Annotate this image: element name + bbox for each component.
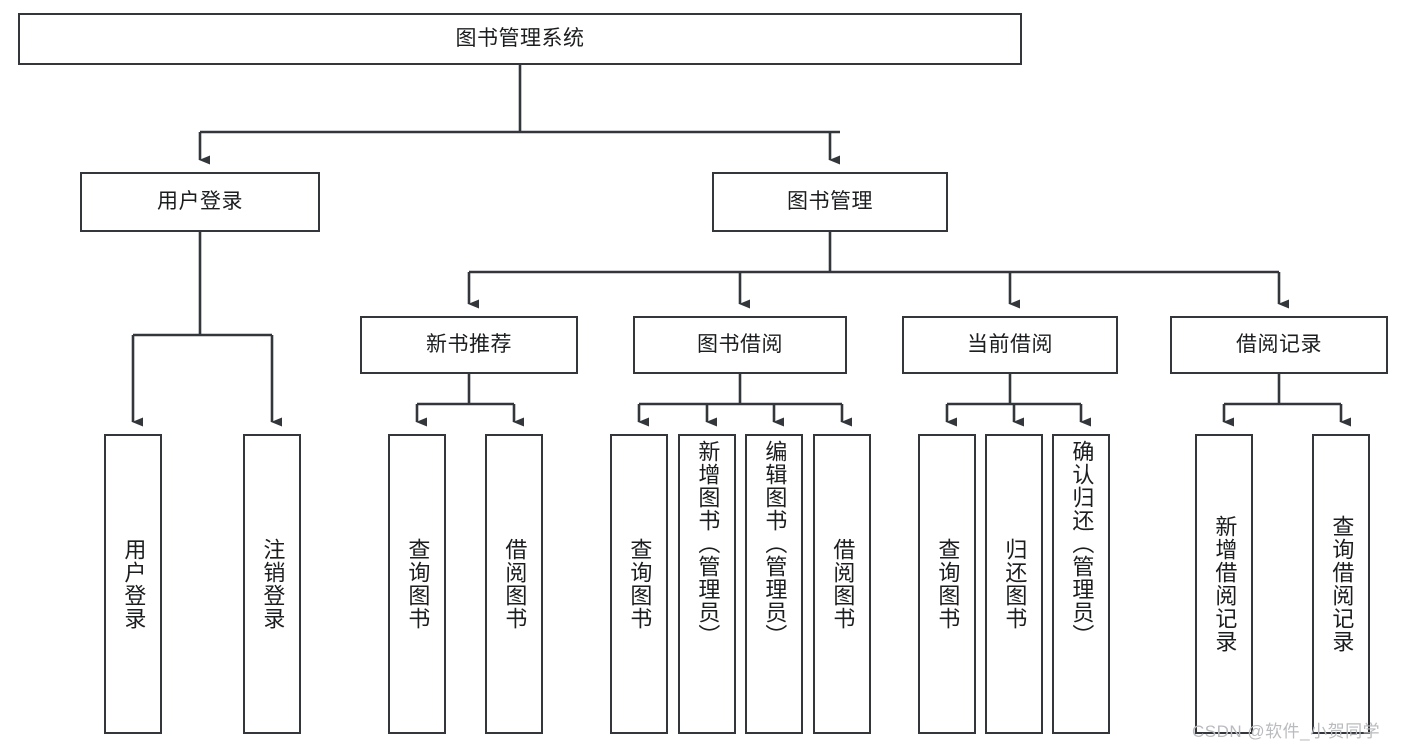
node-leaf-user-login[interactable]: 用户登录 xyxy=(104,434,162,734)
node-leaf-logout-label: 注销登录 xyxy=(260,538,286,630)
node-leaf-add-record[interactable]: 新增借阅记录 xyxy=(1195,434,1253,734)
node-leaf-borrow-book-1-label: 借阅图书 xyxy=(502,538,528,630)
node-leaf-user-login-label: 用户登录 xyxy=(121,538,147,630)
node-leaf-query-record-label: 查询借阅记录 xyxy=(1329,515,1355,653)
node-leaf-query-book-3-label: 查询图书 xyxy=(935,538,961,630)
node-leaf-query-book-2[interactable]: 查询图书 xyxy=(610,434,668,734)
node-book-borrow-label: 图书借阅 xyxy=(697,333,783,357)
node-root[interactable]: 图书管理系统 xyxy=(18,13,1022,65)
node-leaf-query-record[interactable]: 查询借阅记录 xyxy=(1312,434,1370,734)
node-new-book-rec-label: 新书推荐 xyxy=(426,333,512,357)
node-leaf-query-book-3[interactable]: 查询图书 xyxy=(918,434,976,734)
node-leaf-return-book[interactable]: 归还图书 xyxy=(985,434,1043,734)
node-leaf-confirm-return-label: 确认归还（管理员） xyxy=(1069,440,1095,647)
node-root-label: 图书管理系统 xyxy=(455,27,585,51)
node-leaf-logout[interactable]: 注销登录 xyxy=(243,434,301,734)
node-leaf-borrow-book-1[interactable]: 借阅图书 xyxy=(485,434,543,734)
node-leaf-confirm-return[interactable]: 确认归还（管理员） xyxy=(1052,434,1110,734)
node-leaf-query-book-2-label: 查询图书 xyxy=(627,538,653,630)
node-current-borrow-label: 当前借阅 xyxy=(967,333,1053,357)
node-leaf-add-book-label: 新增图书（管理员） xyxy=(695,440,721,647)
node-leaf-return-book-label: 归还图书 xyxy=(1002,538,1028,630)
node-book-borrow[interactable]: 图书借阅 xyxy=(633,316,847,374)
node-book-manage[interactable]: 图书管理 xyxy=(712,172,948,232)
node-leaf-add-book[interactable]: 新增图书（管理员） xyxy=(678,434,736,734)
node-user-login[interactable]: 用户登录 xyxy=(80,172,320,232)
node-leaf-query-book-1-label: 查询图书 xyxy=(405,538,431,630)
node-leaf-edit-book-label: 编辑图书（管理员） xyxy=(762,440,788,647)
node-leaf-query-book-1[interactable]: 查询图书 xyxy=(388,434,446,734)
node-borrow-record[interactable]: 借阅记录 xyxy=(1170,316,1388,374)
node-book-manage-label: 图书管理 xyxy=(787,190,873,214)
node-new-book-rec[interactable]: 新书推荐 xyxy=(360,316,578,374)
node-leaf-add-record-label: 新增借阅记录 xyxy=(1212,515,1238,653)
node-leaf-borrow-book-2-label: 借阅图书 xyxy=(830,538,856,630)
node-leaf-edit-book[interactable]: 编辑图书（管理员） xyxy=(745,434,803,734)
node-leaf-borrow-book-2[interactable]: 借阅图书 xyxy=(813,434,871,734)
node-current-borrow[interactable]: 当前借阅 xyxy=(902,316,1118,374)
node-user-login-label: 用户登录 xyxy=(157,190,243,214)
node-borrow-record-label: 借阅记录 xyxy=(1236,333,1322,357)
